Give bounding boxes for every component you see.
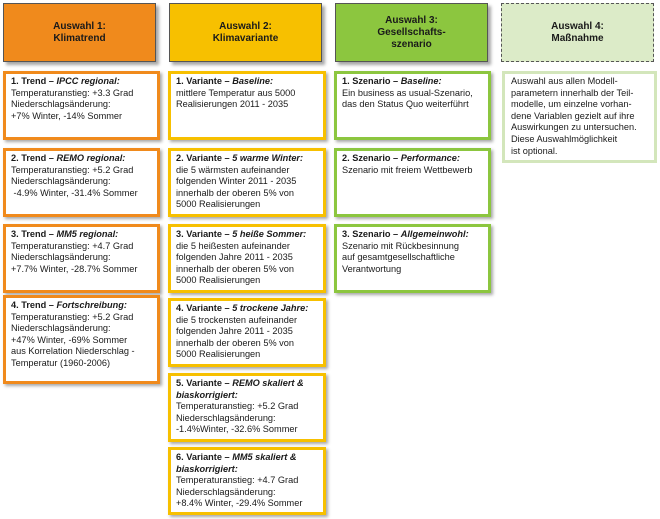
box-title-cont: biaskorrigiert: [176,389,238,400]
box-line: folgenden Jahre 2011 - 2035 [176,252,293,263]
szenario-box-3: 3. Szenario – Allgemeinwohl: Szenario mi… [334,224,491,293]
box-line: innerhalb der oberen 5% von [176,263,294,274]
box-line: dene Variablen gezielt auf ihre [511,110,635,121]
box-line: Realisierungen 2011 - 2035 [176,99,289,110]
box-line: Szenario mit Rückbesinnung [342,240,459,251]
box-title: 2. Variante – 5 warme Winter: [176,153,304,163]
box-line: auf gesamtgesellschaftliche [342,252,455,263]
box-line: Niederschlagsänderung: [176,412,276,423]
variante-box-4: 4. Variante – 5 trockene Jahre: die 5 tr… [168,298,326,367]
box-line: das den Status Quo weiterführt [342,99,469,110]
box-title: 1. Szenario – Baseline: [342,76,442,86]
box-line: Niederschlagsänderung: [11,176,111,187]
header-line: Auswahl 4: [551,20,604,32]
header-line: szenario [391,38,432,50]
box-line: Auswirkungen zu untersuchen. [511,122,637,133]
trend-box-1: 1. Trend – IPCC regional: Temperaturanst… [3,71,160,140]
header-line: Gesellschafts- [377,26,446,38]
box-line: Temperaturanstieg: +3.3 Grad [11,87,134,98]
box-line: parametern innerhalb der Teil- [511,87,634,98]
box-line: Auswahl aus allen Modell- [511,76,618,86]
trend-box-3: 3. Trend – MM5 regional: Temperaturansti… [3,224,160,293]
box-line: Diese Auswahlmöglichkeit [511,133,618,144]
box-line: Niederschlagsänderung: [176,486,276,497]
box-line: Niederschlagsänderung: [11,323,111,334]
box-line: die 5 wärmsten aufeinander [176,164,290,175]
variante-box-5: 5. Variante – REMO skaliert & biaskorrig… [168,373,326,442]
box-title: 3. Szenario – Allgemeinwohl: [342,229,469,239]
box-line: folgenden Jahre 2011 - 2035 [176,326,293,337]
box-line: 5000 Realisierungen [176,199,261,210]
box-line: mittlere Temperatur aus 5000 [176,87,296,98]
box-line: +7.7% Winter, -28.7% Sommer [11,263,138,274]
box-line: ist optional. [511,145,558,156]
variante-box-1: 1. Variante – Baseline: mittlere Tempera… [168,71,326,140]
box-line: die 5 trockensten aufeinander [176,314,298,325]
box-title: 1. Variante – Baseline: [176,76,274,86]
box-title: 2. Szenario – Performance: [342,153,460,163]
box-line: 5000 Realisierungen [176,349,261,360]
box-line: Niederschlagsänderung: [11,99,111,110]
box-line: innerhalb der oberen 5% von [176,337,294,348]
box-line: Ein business as usual-Szenario, [342,87,473,98]
box-line: -4.9% Winter, -31.4% Sommer [11,187,138,198]
box-line: modelle, um einzelne vorhan- [511,99,632,110]
box-title: 5. Variante – REMO skaliert & [176,378,304,388]
header-line: Klimatrend [53,32,106,44]
box-title: 4. Variante – 5 trockene Jahre: [176,303,309,313]
szenario-box-2: 2. Szenario – Performance: Szenario mit … [334,148,491,217]
box-line: innerhalb der oberen 5% von [176,187,294,198]
variante-box-3: 3. Variante – 5 heiße Sommer: die 5 heiß… [168,224,326,293]
trend-box-2: 2. Trend – REMO regional: Temperaturanst… [3,148,160,217]
header-line: Maßnahme [551,32,604,44]
box-line: +47% Winter, -69% Sommer [11,334,128,345]
box-line: +8.4% Winter, -29.4% Sommer [176,498,303,509]
box-line: Temperaturanstieg: +5.2 Grad [176,401,299,412]
header-auswahl-4: Auswahl 4: Maßnahme [501,3,654,62]
variante-box-6: 6. Variante – MM5 skaliert & biaskorrigi… [168,447,326,515]
box-title: 3. Trend – MM5 regional: [11,229,119,239]
header-line: Auswahl 3: [385,14,438,26]
header-auswahl-2: Auswahl 2: Klimavariante [169,3,322,62]
header-line: Auswahl 1: [53,20,106,32]
box-line: Temperaturanstieg: +5.2 Grad [11,311,134,322]
massnahme-box: Auswahl aus allen Modell- parametern inn… [502,71,657,163]
box-line: Temperaturanstieg: +4.7 Grad [176,475,299,486]
header-auswahl-1: Auswahl 1: Klimatrend [3,3,156,62]
header-line: Auswahl 2: [219,20,272,32]
box-line: aus Korrelation Niederschlag - [11,346,135,357]
box-line: -1.4%Winter, -32.6% Sommer [176,424,298,435]
box-title: 2. Trend – REMO regional: [11,153,126,163]
box-title: 6. Variante – MM5 skaliert & [176,452,297,462]
szenario-box-1: 1. Szenario – Baseline: Ein business as … [334,71,491,140]
box-title: 4. Trend – Fortschreibung: [11,300,127,310]
box-line: die 5 heißesten aufeinander [176,240,290,251]
trend-box-4: 4. Trend – Fortschreibung: Temperaturans… [3,295,160,384]
box-title-cont: biaskorrigiert: [176,463,238,474]
box-title: 1. Trend – IPCC regional: [11,76,120,86]
box-line: +7% Winter, -14% Sommer [11,110,123,121]
box-line: Temperaturanstieg: +5.2 Grad [11,164,134,175]
box-line: 5000 Realisierungen [176,275,261,286]
box-line: Temperatur (1960-2006) [11,357,111,368]
box-line: Temperaturanstieg: +4.7 Grad [11,240,134,251]
box-title: 3. Variante – 5 heiße Sommer: [176,229,307,239]
box-line: Verantwortung [342,263,402,274]
header-auswahl-3: Auswahl 3: Gesellschafts- szenario [335,3,488,62]
header-line: Klimavariante [212,32,279,44]
box-line: folgenden Winter 2011 - 2035 [176,176,297,187]
box-line: Niederschlagsänderung: [11,252,111,263]
variante-box-2: 2. Variante – 5 warme Winter: die 5 wärm… [168,148,326,217]
box-line: Szenario mit freiem Wettbewerb [342,164,473,175]
